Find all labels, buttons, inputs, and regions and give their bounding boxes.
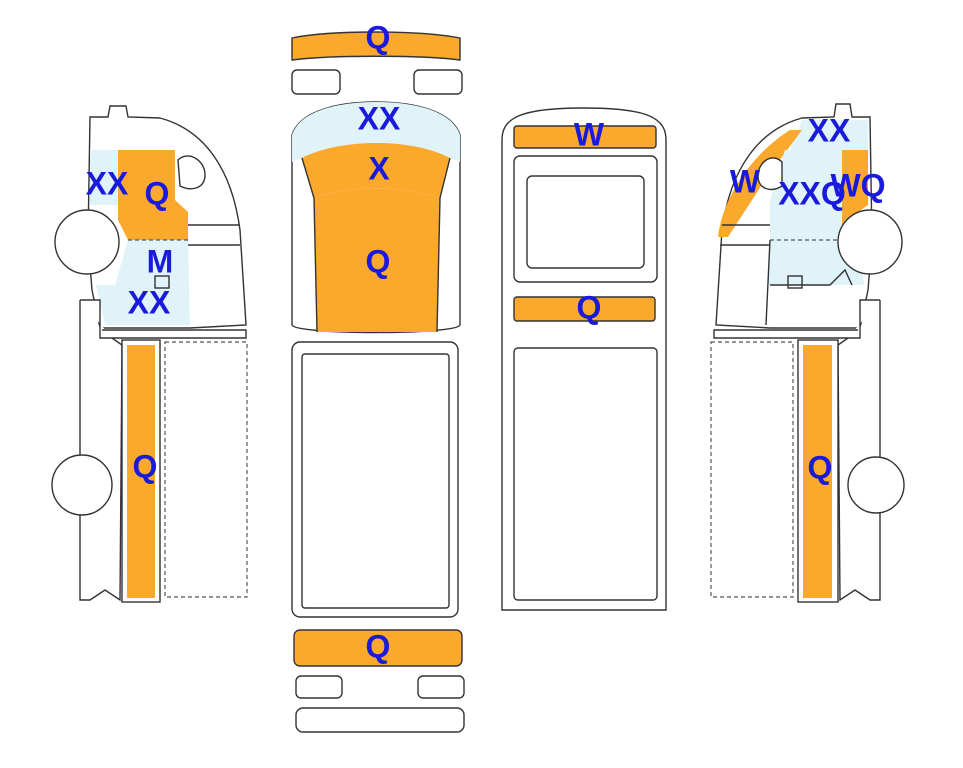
top-view — [291, 31, 465, 733]
left-lower-glass — [96, 240, 190, 325]
label-rear-window-strip: W — [574, 116, 605, 152]
label-top-hood: Q — [366, 243, 391, 279]
rear-view — [501, 107, 667, 611]
right-bed-outline — [713, 299, 881, 602]
top-hood-edges — [301, 157, 451, 333]
label-rear-lower-strip: Q — [577, 289, 602, 325]
label-left-step: XX — [128, 284, 171, 320]
top-windshield-glass — [292, 102, 460, 162]
rear-lower-strip — [513, 296, 656, 322]
label-right-pillar: W — [730, 163, 761, 199]
label-top-bumper: Q — [366, 19, 391, 55]
rear-bed-frame — [513, 347, 658, 601]
right-top-glass — [790, 120, 868, 150]
label-top-windshield: XX — [358, 100, 401, 136]
top-bumper — [291, 31, 461, 61]
left-bed-outline — [79, 299, 247, 602]
label-top-cab-roof: X — [368, 150, 390, 186]
label-left-window-front: XX — [86, 165, 129, 201]
left-side-view — [51, 105, 248, 603]
damage-labels: XX Q M XX Q Q XX X Q Q W Q XX W XXQ WQ Q — [86, 19, 886, 664]
top-taillight-left — [295, 675, 343, 699]
label-left-bed-side: Q — [133, 448, 158, 484]
left-front-wheel — [54, 209, 120, 275]
label-left-door: Q — [145, 175, 170, 211]
right-bed-side-panel — [803, 345, 832, 598]
right-rear-wheel — [847, 456, 905, 514]
top-bed-outer — [291, 341, 459, 618]
rear-window-glass — [526, 175, 645, 269]
top-tailgate — [293, 629, 463, 667]
right-front-wheel — [837, 209, 903, 275]
left-rear-wheel — [51, 454, 113, 516]
label-top-tailgate: Q — [366, 628, 391, 664]
right-lower-lines — [765, 239, 853, 326]
label-right-bed-side: Q — [808, 449, 833, 485]
label-right-door-edge: WQ — [830, 167, 885, 203]
right-door-glass — [770, 150, 842, 240]
left-mirror-icon — [177, 155, 206, 190]
rear-window-strip — [513, 125, 657, 149]
right-handle-box — [787, 275, 803, 289]
label-right-door-glass: XXQ — [778, 175, 846, 211]
label-left-lower-mirror: M — [147, 243, 174, 279]
top-hood — [314, 188, 440, 332]
right-bed-dashed — [710, 341, 794, 598]
top-bed-inner — [301, 353, 450, 609]
top-headlight-left — [291, 69, 341, 95]
rear-window-frame — [513, 155, 658, 283]
left-window-front-glass — [90, 150, 118, 205]
top-rear-bumper — [295, 707, 465, 733]
top-headlight-right — [413, 69, 463, 95]
left-handle-box — [154, 275, 170, 289]
left-door-panel — [118, 150, 188, 240]
top-taillight-right — [417, 675, 465, 699]
left-bed-side-panel — [127, 345, 155, 598]
left-bed-dashed — [164, 341, 248, 598]
left-cab-lines — [188, 224, 240, 246]
label-right-top-glass: XX — [808, 112, 851, 148]
right-mirror-icon — [757, 157, 783, 191]
top-cab-roof — [302, 143, 450, 198]
right-cab-lines — [720, 224, 770, 246]
right-side-view — [710, 103, 905, 603]
